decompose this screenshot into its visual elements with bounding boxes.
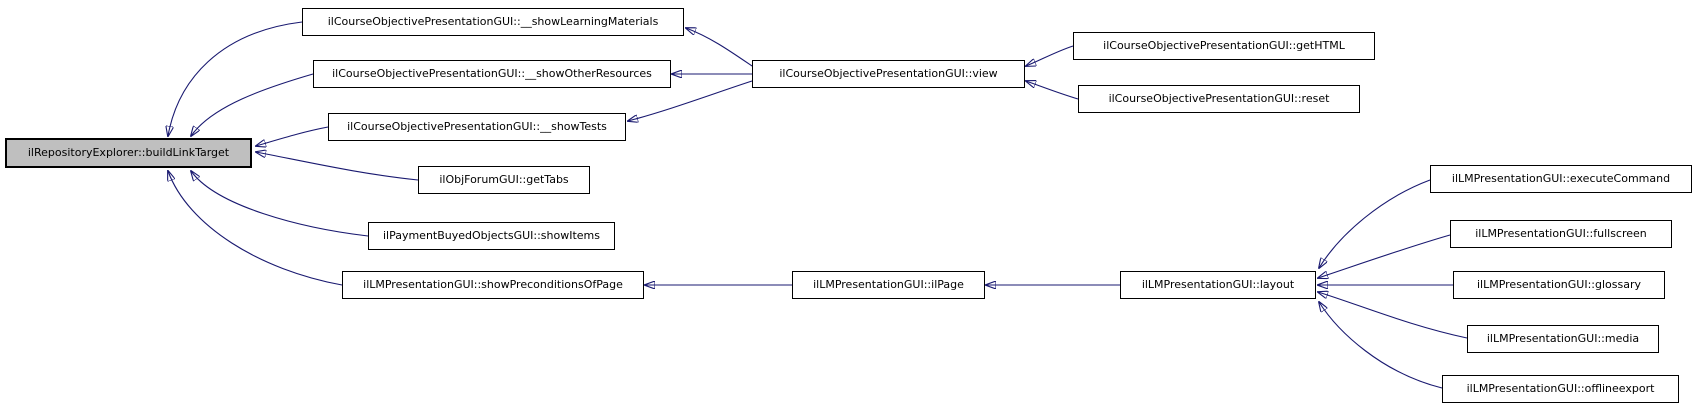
node-reset[interactable]: ilCourseObjectivePresentationGUI::reset <box>1078 85 1360 113</box>
node-buildLinkTarget: ilRepositoryExplorer::buildLinkTarget <box>5 138 252 168</box>
edge-getHTML-to-view <box>1026 45 1074 66</box>
node-executeCommand[interactable]: ilLMPresentationGUI::executeCommand <box>1430 165 1692 193</box>
edge-showItems-to-buildLinkTarget <box>191 171 369 237</box>
node-fullscreen[interactable]: ilLMPresentationGUI::fullscreen <box>1450 220 1672 248</box>
node-layout[interactable]: ilLMPresentationGUI::layout <box>1120 271 1316 299</box>
node-media[interactable]: ilLMPresentationGUI::media <box>1467 325 1659 353</box>
node-view[interactable]: ilCourseObjectivePresentationGUI::view <box>752 60 1025 88</box>
node-showItems[interactable]: ilPaymentBuyedObjectsGUI::showItems <box>368 222 615 250</box>
edge-getTabs-to-buildLinkTarget <box>256 152 419 181</box>
node-showLearningMaterials[interactable]: ilCourseObjectivePresentationGUI::__show… <box>302 8 684 36</box>
edge-showTests-to-buildLinkTarget <box>256 126 329 146</box>
node-getHTML[interactable]: ilCourseObjectivePresentationGUI::getHTM… <box>1073 32 1375 60</box>
node-offlineexport[interactable]: ilLMPresentationGUI::offlineexport <box>1442 375 1679 403</box>
node-ilPage[interactable]: ilLMPresentationGUI::ilPage <box>792 271 985 299</box>
edge-offlineexport-to-layout <box>1319 302 1443 389</box>
edge-media-to-layout <box>1318 292 1468 339</box>
edge-view-to-showTests <box>628 80 753 121</box>
node-showOtherResources[interactable]: ilCourseObjectivePresentationGUI::__show… <box>313 60 671 88</box>
edge-showOtherResources-to-buildLinkTarget <box>191 73 314 136</box>
node-showTests[interactable]: ilCourseObjectivePresentationGUI::__show… <box>328 113 626 141</box>
edge-showPreconditionsOfPage-to-buildLinkTarget <box>168 171 343 286</box>
edge-reset-to-view <box>1026 81 1079 100</box>
edge-showLearningMaterials-to-buildLinkTarget <box>168 21 303 136</box>
edge-fullscreen-to-layout <box>1318 234 1451 278</box>
node-glossary[interactable]: ilLMPresentationGUI::glossary <box>1453 271 1665 299</box>
node-showPreconditionsOfPage[interactable]: ilLMPresentationGUI::showPreconditionsOf… <box>342 271 644 299</box>
node-getTabs[interactable]: ilObjForumGUI::getTabs <box>418 166 590 194</box>
edge-view-to-showLearningMaterials <box>686 28 753 67</box>
edge-executeCommand-to-layout <box>1319 179 1431 268</box>
